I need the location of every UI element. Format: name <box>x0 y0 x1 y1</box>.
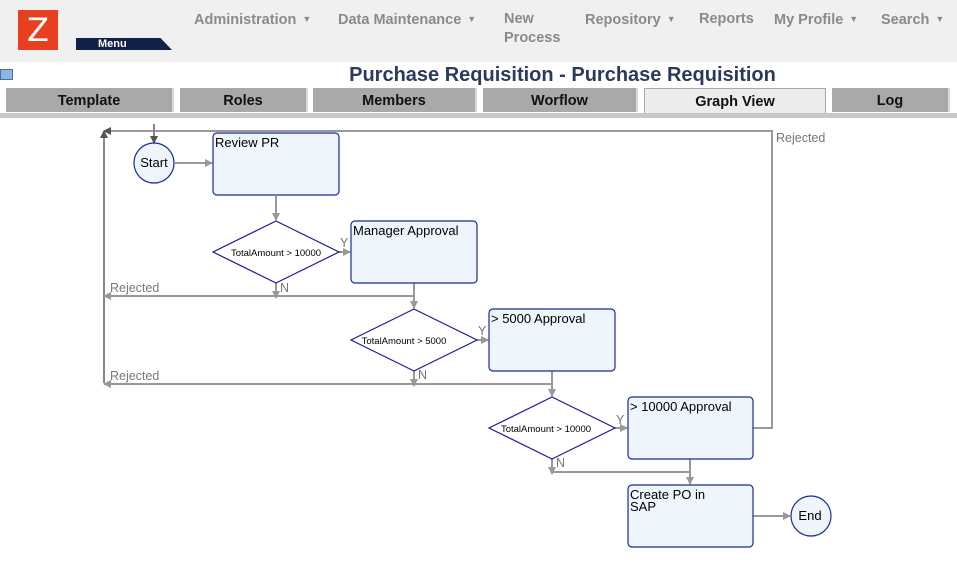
caret-down-icon: ▼ <box>302 14 312 24</box>
nav-repository[interactable]: Repository ▼ <box>585 10 676 30</box>
create-po-label-line2: SAP <box>630 499 656 514</box>
tab-workflow[interactable]: Worflow <box>483 88 638 112</box>
edge-label-cond2-yes: Y <box>478 324 487 338</box>
condition-3-label: TotalAmount > 10000 <box>501 424 591 435</box>
app-logo[interactable]: Z <box>18 10 58 50</box>
approval-5000-node[interactable] <box>488 308 616 372</box>
page-title: Purchase Requisition - Purchase Requisit… <box>349 64 776 86</box>
edge-label-rejected-1: Rejected <box>110 281 159 295</box>
nav-reports-label: Reports <box>699 11 754 27</box>
nav-data-maintenance[interactable]: Data Maintenance ▼ <box>338 10 476 30</box>
end-node[interactable] <box>790 495 832 537</box>
caret-down-icon: ▼ <box>935 14 945 24</box>
tab-members[interactable]: Members <box>313 88 477 112</box>
nav-new-process-label-line2: Process <box>504 30 561 46</box>
expand-icon[interactable] <box>0 69 13 80</box>
nav-search[interactable]: Search ▼ <box>881 10 944 30</box>
start-node[interactable] <box>133 142 175 184</box>
end-node-label: End <box>798 508 821 523</box>
tab-template[interactable]: Template <box>6 88 174 112</box>
tab-bar: Template Roles Members Worflow Graph Vie… <box>0 88 957 114</box>
approval-10000-label: > 10000 Approval <box>630 399 732 414</box>
nav-administration-label: Administration <box>194 12 297 28</box>
nav-reports[interactable]: Reports <box>699 10 754 29</box>
condition-2-diamond[interactable] <box>349 308 479 372</box>
edge-label-rejected-top: Rejected <box>776 131 825 145</box>
caret-down-icon: ▼ <box>849 14 859 24</box>
create-po-node[interactable] <box>627 484 754 548</box>
nav-repository-label: Repository <box>585 12 661 28</box>
menu-button[interactable]: Menu <box>76 38 172 50</box>
manager-approval-label: Manager Approval <box>353 223 459 238</box>
create-po-label-line1: Create PO in <box>630 487 705 502</box>
nav-administration[interactable]: Administration ▼ <box>194 10 311 30</box>
approval-10000-node[interactable] <box>627 396 754 460</box>
nav-data-maintenance-label: Data Maintenance <box>338 12 462 28</box>
nav-my-profile[interactable]: My Profile ▼ <box>774 10 858 30</box>
approval-5000-label: > 5000 Approval <box>491 311 585 326</box>
top-navigation-bar: Z Menu Administration ▼ Data Maintenance ▼… <box>0 0 957 62</box>
condition-3-diamond[interactable] <box>487 396 617 460</box>
nav-my-profile-label: My Profile <box>774 12 844 28</box>
nav-new-process-label-line1: New <box>504 11 534 27</box>
manager-approval-node[interactable] <box>350 220 478 284</box>
tab-roles[interactable]: Roles <box>180 88 308 112</box>
nav-new-process[interactable]: New Process <box>504 10 560 48</box>
nav-search-label: Search <box>881 12 930 28</box>
caret-down-icon: ▼ <box>467 14 477 24</box>
condition-1-label: TotalAmount > 10000 <box>231 248 321 259</box>
condition-1-diamond[interactable] <box>211 220 341 284</box>
tab-graph-view[interactable]: Graph View <box>644 88 826 114</box>
edge-label-cond2-no: N <box>418 368 427 382</box>
edge-label-cond3-yes: Y <box>616 413 625 427</box>
start-node-label: Start <box>140 155 168 170</box>
edge-label-rejected-2: Rejected <box>110 369 159 383</box>
edge-label-cond1-yes: Y <box>340 236 349 250</box>
tab-underline <box>0 113 957 118</box>
caret-down-icon: ▼ <box>666 14 676 24</box>
condition-2-label: TotalAmount > 5000 <box>362 336 447 347</box>
edge-label-cond3-no: N <box>556 456 565 470</box>
review-pr-label: Review PR <box>215 135 279 150</box>
review-pr-node[interactable] <box>212 132 340 196</box>
edge-rejected-10000-to-start <box>103 127 773 429</box>
edge-label-cond1-no: N <box>280 281 289 295</box>
tab-log[interactable]: Log <box>832 88 950 112</box>
